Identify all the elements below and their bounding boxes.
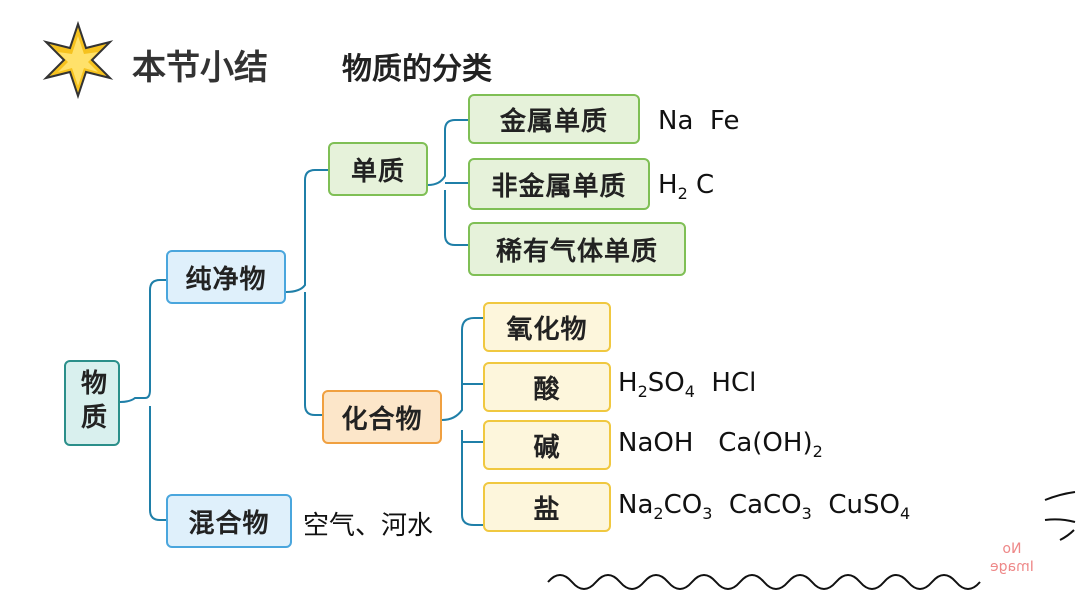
watermark-line1: No: [1002, 541, 1022, 557]
mixture-examples: 空气、河水: [303, 511, 434, 541]
node-root: 物质: [64, 360, 120, 446]
node-acid: 酸: [483, 362, 611, 412]
node-base: 碱: [483, 420, 611, 470]
node-noble: 稀有气体单质: [468, 222, 686, 276]
metal-examples: Na Fe: [658, 106, 740, 136]
acid-examples: H2SO4 HCl: [618, 368, 757, 401]
no-image-watermark: No Image: [990, 540, 1034, 576]
base-examples: NaOH Ca(OH)2: [618, 428, 823, 461]
page-subtitle: 物质的分类: [342, 52, 492, 87]
nonmetal-examples: H2 C: [658, 170, 715, 203]
squiggle-decoration: [547, 574, 981, 590]
node-metal: 金属单质: [468, 94, 640, 144]
node-oxide: 氧化物: [483, 302, 611, 352]
arrow-mark-decoration: [1044, 491, 1076, 541]
node-nonmetal: 非金属单质: [468, 158, 650, 210]
salt-examples: Na2CO3 CaCO3 CuSO4: [618, 490, 911, 523]
node-salt: 盐: [483, 482, 611, 532]
star-icon: [42, 20, 114, 100]
node-compound: 化合物: [322, 390, 442, 444]
node-root-label: 物质: [76, 369, 107, 437]
node-elementary: 单质: [328, 142, 428, 196]
page-title: 本节小结: [132, 48, 268, 88]
node-pure: 纯净物: [166, 250, 286, 304]
node-mixture: 混合物: [166, 494, 292, 548]
watermark-line2: Image: [990, 559, 1034, 575]
